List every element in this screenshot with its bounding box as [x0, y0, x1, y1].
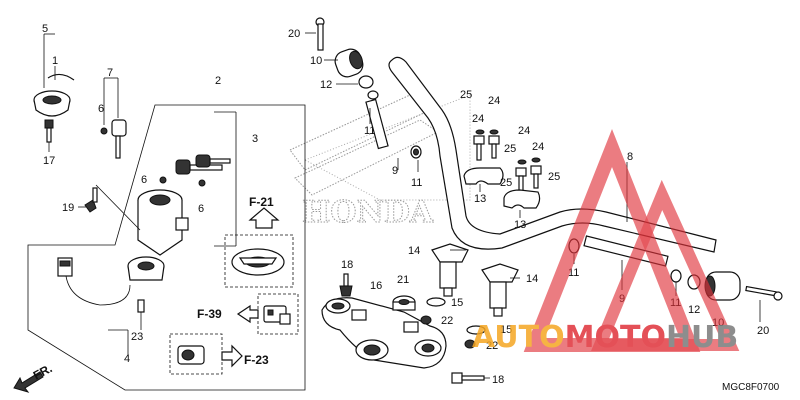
honda-wing-logo: HONDA: [289, 94, 471, 231]
ignition-wire-harness: [57, 257, 131, 306]
upper-holder-13-b: [503, 189, 541, 209]
callout-19: 19: [62, 202, 74, 214]
callout-7: 7: [107, 67, 113, 79]
ref-f39: F-39: [197, 307, 222, 321]
helmet-lock: [177, 345, 205, 365]
watermark-auto: AUTO: [472, 320, 565, 355]
callout-23: 23: [131, 331, 143, 343]
arrow-f39: [236, 304, 259, 324]
ref-f23: F-23: [244, 353, 269, 367]
callout-24d: 24: [532, 141, 544, 153]
watermark-moto: MOTO: [565, 320, 666, 355]
switch-lower-unit: [127, 256, 165, 281]
callout-25c: 25: [500, 177, 512, 189]
callout-18b: 18: [492, 374, 504, 386]
nut-22-b: [464, 339, 476, 349]
callout-8: 8: [627, 151, 633, 163]
callout-17: 17: [43, 155, 55, 167]
bolt-18-bottom: [451, 372, 485, 384]
bolt-17: [44, 119, 54, 143]
callout-21: 21: [397, 274, 409, 286]
callout-24a: 24: [488, 95, 500, 107]
callout-25a: 25: [460, 89, 472, 101]
bar-end-weight-top: [334, 48, 364, 78]
callout-20a: 20: [288, 28, 300, 40]
callout-22b: 22: [486, 340, 498, 352]
lower-holder-14-b: [481, 263, 519, 317]
diagram-code: MGC8F0700: [722, 382, 780, 393]
bolt-20-right: [745, 285, 783, 301]
callout-15a: 15: [451, 297, 463, 309]
callout-4: 4: [124, 353, 130, 365]
callout-9a: 9: [392, 165, 398, 177]
callout-11a: 11: [364, 125, 375, 137]
callout-6b: 6: [141, 174, 147, 186]
ignition-group-outline: [27, 104, 306, 391]
callout-25b: 25: [504, 143, 516, 155]
watermark-hub: HUB: [666, 320, 738, 355]
ignition-keys: [175, 154, 231, 175]
collar-12-top: [358, 75, 374, 89]
ignition-switch: [137, 189, 189, 256]
callout-22a: 22: [441, 315, 453, 327]
key-blank: [111, 119, 127, 159]
seat-latch-box: [257, 293, 299, 335]
arrow-f21: [248, 207, 280, 229]
callout-6c: 6: [198, 203, 204, 215]
callout-2: 2: [215, 75, 221, 87]
callout-24b: 24: [472, 113, 484, 125]
callout-12b: 12: [688, 304, 700, 316]
callout-14b: 14: [526, 273, 538, 285]
holder-bolts: [473, 135, 542, 193]
inner-weight-9-right: [583, 235, 669, 267]
callout-13b: 13: [514, 219, 526, 231]
key-cylinder-cap: [33, 73, 75, 117]
honda-wordmark: HONDA: [302, 195, 434, 230]
callout-18a: 18: [341, 259, 353, 271]
screw-19: [84, 187, 98, 213]
callout-10a: 10: [310, 55, 322, 67]
fuel-cap: [231, 248, 285, 276]
callout-1: 1: [52, 55, 58, 67]
washer-15-a: [426, 297, 446, 307]
nut-22-a: [420, 315, 432, 325]
callout-11b: 11: [411, 177, 422, 189]
washer-15-b: [466, 325, 486, 335]
callout-6a: 6: [98, 103, 104, 115]
bolt-18-small: [339, 273, 353, 297]
handlebar: [388, 56, 717, 253]
callout-16: 16: [370, 280, 382, 292]
lower-holder-14-a: [431, 243, 469, 297]
callout-20b: 20: [757, 325, 769, 337]
callout-24c: 24: [518, 125, 530, 137]
top-bridge: [321, 297, 447, 369]
rubber-11-d: [670, 269, 682, 283]
watermark-triangle-right: [591, 179, 740, 351]
arrow-f23: [221, 344, 243, 368]
callout-15b: 15: [500, 324, 512, 336]
callout-25d: 25: [548, 171, 560, 183]
washers-24: [475, 129, 541, 165]
bolt-20-top: [315, 17, 325, 51]
svg-text:AUTOMOTOHUB: AUTOMOTOHUB: [472, 320, 738, 355]
callout-11c: 11: [568, 267, 579, 279]
callout-13a: 13: [474, 193, 486, 205]
inner-weight-9: [365, 98, 389, 150]
rubber-11-a: [367, 90, 379, 100]
callout-14a: 14: [408, 245, 420, 257]
callout-labels: 5 1 17 7 6 2 3 6 6 19 23 4 F-21 F-39 F-2…: [31, 23, 780, 393]
callout-12a: 12: [320, 79, 332, 91]
front-direction-arrow: [13, 371, 44, 393]
stem-cap-21: [392, 295, 416, 311]
watermark-logo: AUTOMOTOHUB: [472, 128, 740, 355]
callout-5: 5: [42, 23, 48, 35]
ref-f21: F-21: [249, 195, 274, 209]
callout-3: 3: [252, 133, 258, 145]
upper-holder-13-a: [463, 167, 504, 185]
seat-latch: [263, 305, 291, 325]
